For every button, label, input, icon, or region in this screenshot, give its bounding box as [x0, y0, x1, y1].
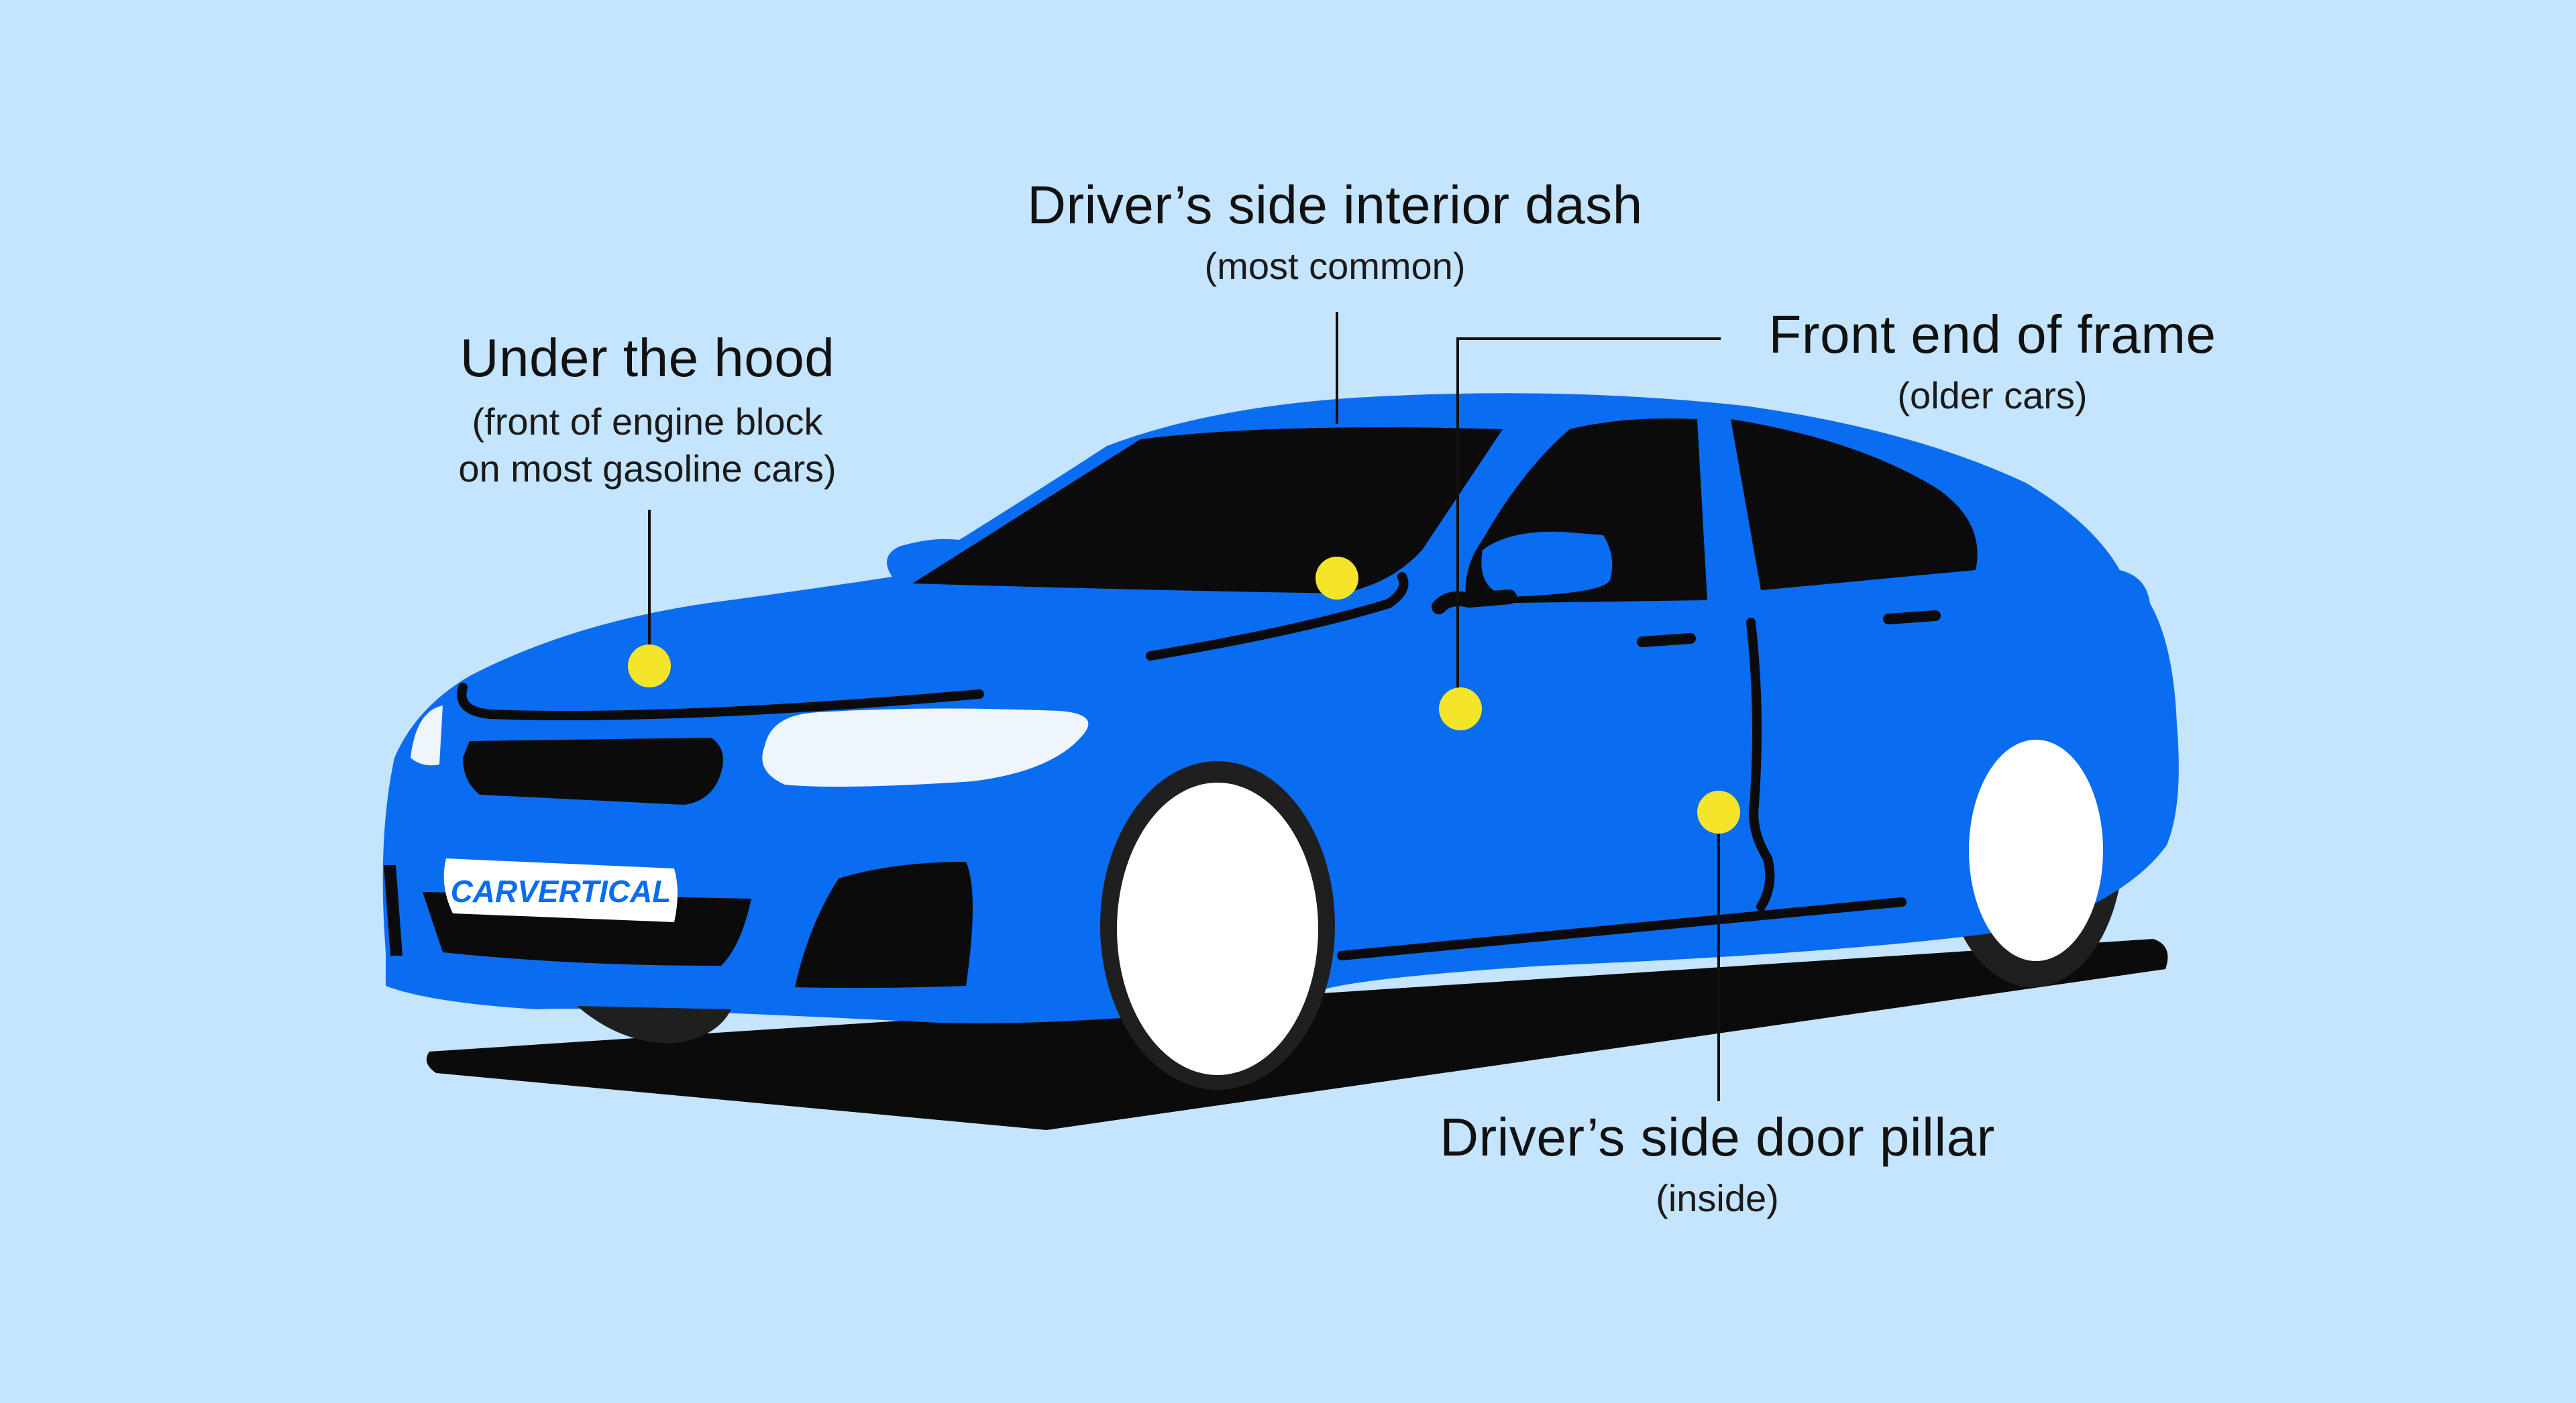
b-pillar-line — [1705, 415, 1730, 604]
windshield — [912, 427, 1503, 594]
label-hood-sub-line1: (front of engine block — [472, 400, 823, 443]
label-frame-sub: (older cars) — [1897, 374, 2088, 416]
label-pillar-title: Driver’s side door pillar — [1440, 1107, 1995, 1167]
brand-logo: CARVERTICAL — [451, 874, 672, 909]
front-wheel — [1117, 783, 1318, 1075]
label-door-pillar: Driver’s side door pillar (inside) — [1382, 1108, 2053, 1222]
door-seam — [1746, 618, 1775, 911]
front-lower-tire — [577, 1006, 731, 1044]
label-hood-sub-line2: on most gasoline cars) — [458, 447, 837, 490]
right-intake — [795, 862, 973, 989]
grille — [463, 738, 723, 805]
left-bumper-slot — [384, 865, 402, 956]
leader-frame — [1456, 337, 1721, 708]
left-headlight — [411, 706, 443, 766]
right-headlight — [762, 708, 1089, 787]
rear-wheel — [1969, 740, 2103, 961]
sill-line — [1337, 897, 1907, 960]
hood-line — [457, 683, 984, 720]
label-dash-sub: (most common) — [1204, 245, 1466, 287]
cowl-line — [1146, 572, 1409, 661]
rear-side-window — [1731, 419, 1978, 590]
label-dash-title: Driver’s side interior dash — [1027, 175, 1643, 235]
rear-door-handle — [1883, 610, 1941, 624]
mirror-stem — [1432, 590, 1517, 614]
label-interior-dash: Driver’s side interior dash (most common… — [932, 176, 1737, 290]
marker-frame — [1439, 687, 1482, 730]
license-plate: CARVERTICAL — [443, 858, 678, 922]
side-mirror — [1481, 531, 1613, 597]
label-frame-title: Front end of frame — [1768, 304, 2216, 364]
marker-hood — [628, 644, 671, 687]
label-under-the-hood: Under the hood (front of engine block on… — [379, 329, 916, 492]
marker-dash — [1316, 557, 1358, 600]
label-pillar-sub: (inside) — [1656, 1177, 1779, 1219]
marker-pillar — [1697, 791, 1740, 834]
label-front-end-of-frame: Front end of frame (older cars) — [1657, 305, 2328, 419]
car-body — [382, 393, 2179, 1023]
front-door-handle — [1637, 633, 1696, 647]
label-hood-title: Under the hood — [460, 328, 835, 388]
